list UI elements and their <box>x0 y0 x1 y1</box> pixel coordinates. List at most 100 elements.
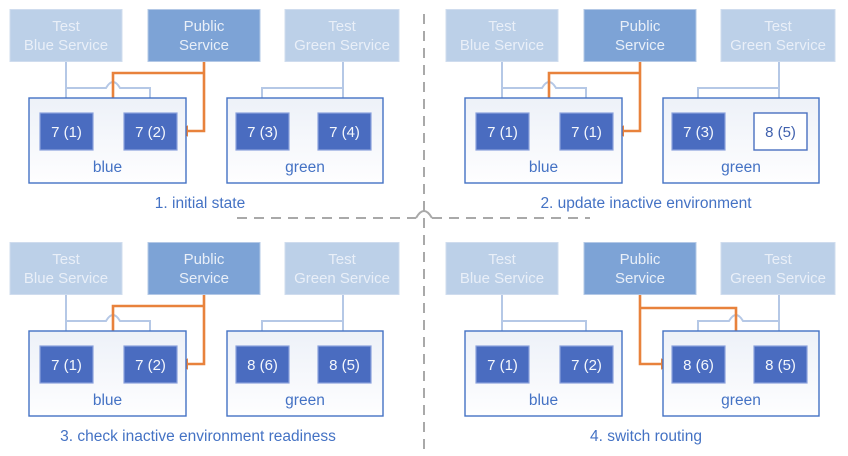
divider-hop-icon <box>415 210 433 219</box>
pod-box <box>39 112 94 151</box>
quadrant-caption: 4. switch routing <box>590 428 702 445</box>
service-label: Blue Service <box>24 37 108 54</box>
service-box <box>583 242 697 295</box>
pod-label: 7 (2) <box>571 357 602 374</box>
environment-box-green: 7 (3) 8 (5) green <box>662 97 820 184</box>
service-label: Blue Service <box>460 37 544 54</box>
service-box <box>147 9 261 62</box>
quadrant-3-check-readiness: Test Blue Service Public Service Test Gr… <box>9 242 400 445</box>
pod-box <box>235 112 290 151</box>
pod-box <box>753 345 808 384</box>
service-box-test-green: Test Green Service <box>720 242 836 295</box>
service-box <box>583 9 697 62</box>
pod-label: 7 (2) <box>135 357 166 374</box>
quadrant-caption: 2. update inactive environment <box>540 195 752 212</box>
service-label: Green Service <box>730 37 826 54</box>
service-box <box>9 242 123 295</box>
service-label: Service <box>615 37 665 54</box>
pod-box <box>671 345 726 384</box>
environment-box-green: 8 (6) 8 (5) green <box>662 330 820 417</box>
environment-box-green: 7 (3) 7 (4) green <box>226 97 384 184</box>
pod-box <box>39 345 94 384</box>
pod-label: 8 (5) <box>765 124 796 141</box>
service-label: Green Service <box>294 37 390 54</box>
pod-label: 8 (6) <box>247 357 278 374</box>
environment-label: green <box>721 159 761 176</box>
service-box <box>284 242 400 295</box>
service-box-public: Public Service <box>147 9 261 62</box>
service-box-test-blue: Test Blue Service <box>9 242 123 295</box>
pod-box <box>475 345 530 384</box>
pod-box <box>559 112 614 151</box>
pod-label: 7 (3) <box>683 124 714 141</box>
service-label: Test <box>328 18 356 35</box>
service-box-test-blue: Test Blue Service <box>9 9 123 62</box>
quadrant-2-update-inactive: Test Blue Service Public Service Test Gr… <box>445 9 836 212</box>
quadrant-4-switch-routing: Test Blue Service Public Service Test Gr… <box>445 242 836 445</box>
service-label: Service <box>179 270 229 287</box>
pod-label: 7 (4) <box>329 124 360 141</box>
service-box <box>9 9 123 62</box>
service-box <box>445 9 559 62</box>
pod-label: 8 (5) <box>329 357 360 374</box>
service-box-public: Public Service <box>583 9 697 62</box>
service-box <box>720 9 836 62</box>
pod-box <box>123 112 178 151</box>
service-box-test-blue: Test Blue Service <box>445 9 559 62</box>
pod-label: 7 (1) <box>571 124 602 141</box>
pod-label: 7 (1) <box>51 357 82 374</box>
environment-label: blue <box>93 392 122 409</box>
service-label: Test <box>488 251 516 268</box>
quadrant-1-initial-state: Test Blue Service Public Service Test Gr… <box>9 9 400 212</box>
pod-box <box>123 345 178 384</box>
service-label: Green Service <box>294 270 390 287</box>
service-box-public: Public Service <box>583 242 697 295</box>
pod-label: 8 (6) <box>683 357 714 374</box>
pod-label: 7 (2) <box>135 124 166 141</box>
environment-box-blue: 7 (1) 7 (2) blue <box>464 330 623 417</box>
pod-label: 7 (1) <box>51 124 82 141</box>
service-label: Test <box>328 251 356 268</box>
pod-label: 7 (1) <box>487 357 518 374</box>
service-box <box>284 9 400 62</box>
service-label: Blue Service <box>460 270 544 287</box>
environment-box-blue: 7 (1) 7 (2) blue <box>28 97 187 184</box>
service-box <box>147 242 261 295</box>
environment-label: blue <box>529 392 558 409</box>
pod-box <box>671 112 726 151</box>
service-label: Public <box>620 18 661 35</box>
environment-label: blue <box>529 159 558 176</box>
pod-box <box>235 345 290 384</box>
service-label: Public <box>184 18 225 35</box>
quadrant-caption: 3. check inactive environment readiness <box>60 428 336 445</box>
environment-label: green <box>285 159 325 176</box>
service-box <box>720 242 836 295</box>
pod-box <box>475 112 530 151</box>
pod-label: 7 (3) <box>247 124 278 141</box>
service-box-test-green: Test Green Service <box>720 9 836 62</box>
environment-box-blue: 7 (1) 7 (1) blue <box>464 97 623 184</box>
service-label: Service <box>615 270 665 287</box>
service-box-test-green: Test Green Service <box>284 9 400 62</box>
service-label: Public <box>620 251 661 268</box>
service-label: Test <box>488 18 516 35</box>
service-label: Public <box>184 251 225 268</box>
service-label: Test <box>764 18 792 35</box>
service-box-public: Public Service <box>147 242 261 295</box>
pod-box <box>317 112 372 151</box>
service-label: Test <box>52 251 80 268</box>
service-box <box>445 242 559 295</box>
environment-label: blue <box>93 159 122 176</box>
service-label: Test <box>764 251 792 268</box>
service-label: Blue Service <box>24 270 108 287</box>
environment-label: green <box>721 392 761 409</box>
pod-box-new-version <box>753 112 808 151</box>
environment-box-blue: 7 (1) 7 (2) blue <box>28 330 187 417</box>
service-label: Service <box>179 37 229 54</box>
environment-label: green <box>285 392 325 409</box>
environment-box-green: 8 (6) 8 (5) green <box>226 330 384 417</box>
service-label: Green Service <box>730 270 826 287</box>
pod-box <box>559 345 614 384</box>
